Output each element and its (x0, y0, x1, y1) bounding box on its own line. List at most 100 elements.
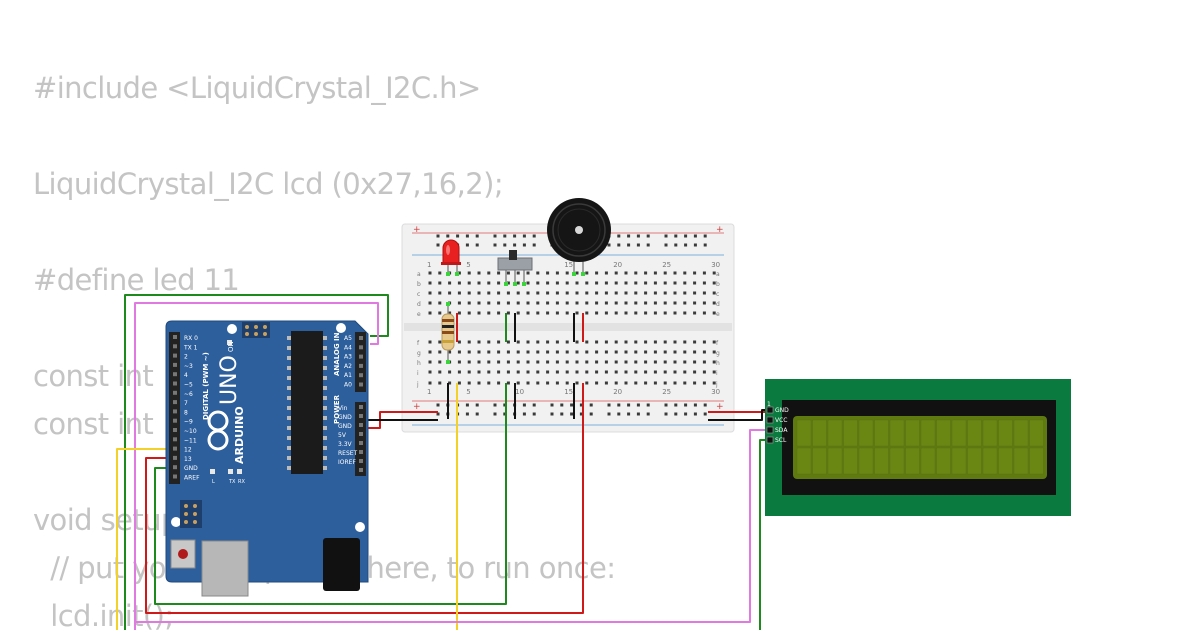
bb-col-num-top: 30 (711, 261, 720, 269)
digital-pin-label: AREF (184, 475, 200, 482)
bb-row-letter: f (716, 340, 719, 347)
digital-pin-label: 4 (184, 372, 188, 379)
wire-pink-lcd-sda[interactable] (135, 429, 775, 623)
analog-pin-label: A4 (344, 344, 352, 351)
bb-row-letter: c (417, 291, 420, 298)
digital-pin-label: 12 (184, 447, 192, 454)
bb-col-num-bottom: 30 (711, 388, 720, 396)
analog-pin-label: A1 (344, 372, 352, 379)
power-pin-label: GND (338, 414, 352, 421)
onboard-led-label: TX (228, 479, 236, 485)
power-pin-label: Vin (338, 405, 348, 412)
digital-pin-label: ~11 (184, 437, 197, 444)
code-line-define: #define led 11 (33, 263, 240, 297)
lcd-pin-label: SDA (775, 427, 788, 434)
analog-pin-label: A0 (344, 382, 352, 389)
analog-pin-label: A5 (344, 335, 352, 342)
digital-pin-label: 8 (184, 409, 188, 416)
digital-label: DIGITAL (PWM ~) (202, 352, 210, 420)
analog-pin-label: A2 (344, 363, 352, 370)
bb-row-letter: d (716, 301, 720, 308)
digital-pin-label: RX 0 (184, 335, 198, 342)
digital-pin-label: 13 (184, 456, 192, 463)
bb-row-letter: j (715, 381, 718, 388)
bb-row-letter: e (417, 311, 421, 318)
buzzer[interactable] (547, 198, 611, 273)
bb-col-num-bottom: 10 (515, 388, 524, 396)
bb-col-num-top: 20 (613, 261, 622, 269)
arduino-uno[interactable]: ARDUINO UNO ON DIGITAL (PWM ~) ANALOG IN… (165, 320, 369, 597)
power-pin-label: RESET (338, 450, 358, 457)
lcd-character-grid (796, 419, 1044, 475)
wire-yellow-pin11[interactable] (116, 448, 172, 630)
bb-plus-bottom-right: + (716, 402, 724, 412)
bb-row-letter: i (417, 370, 419, 377)
lcd-pin-label: VCC (775, 417, 787, 424)
bb-row-letter: a (417, 271, 421, 278)
microcontroller-chip (287, 336, 327, 470)
power-label: POWER (333, 394, 341, 424)
power-pin-label: GND (338, 423, 352, 430)
bb-plus-top-left: + (413, 225, 421, 235)
bb-col-num-bottom: 5 (466, 388, 470, 396)
wire-green-pin13[interactable] (154, 383, 507, 605)
bb-col-num-bottom: 20 (613, 388, 622, 396)
power-pin-label: 3.3V (338, 441, 353, 448)
bb-col-num-top: 1 (427, 261, 431, 269)
bb-row-letter: b (716, 281, 720, 288)
digital-pin-label: ~5 (184, 382, 193, 389)
connection-markers (446, 272, 585, 364)
slide-switch[interactable] (497, 250, 533, 283)
bb-plus-bottom-left: + (413, 402, 421, 412)
bb-col-num-top: 25 (662, 261, 671, 269)
bb-row-letter: h (716, 360, 720, 367)
bb-row-letter: e (716, 311, 720, 318)
lcd-pin-header: GND VCC SDA SCL (766, 406, 789, 444)
arduino-pin-labels: RX 0TX 12~34~5~678~9~10~111213GNDAREFA5A… (183, 335, 358, 485)
wire-green-a5[interactable] (124, 294, 389, 630)
digital-pin-header (173, 335, 177, 479)
red-led[interactable] (441, 239, 461, 273)
lcd-display[interactable]: GND VCC SDA SCL 1 (765, 379, 1071, 516)
arduino-logo (207, 410, 229, 451)
digital-pin-label: 2 (184, 354, 188, 361)
bb-row-letter: f (417, 340, 420, 347)
resistor[interactable] (441, 305, 455, 362)
wire-pink-a4[interactable] (134, 302, 379, 630)
breadboard-labels: 115510101515202025253030aabbccddeeffgghh… (416, 261, 720, 396)
digital-pin-label: ~6 (184, 391, 193, 398)
bb-col-num-bottom: 15 (564, 388, 573, 396)
digital-pin-label: 7 (184, 400, 188, 407)
bb-col-num-top: 5 (466, 261, 470, 269)
lcd-pin-one-marker: 1 (767, 401, 771, 408)
digital-pin-label: ~3 (184, 363, 193, 370)
digital-pin-label: GND (184, 465, 198, 472)
bb-row-letter: a (716, 271, 720, 278)
digital-pin-label: ~9 (184, 419, 193, 426)
arduino-brand-text: ARDUINO (233, 406, 246, 464)
arduino-on-text: ON (227, 341, 235, 352)
analog-power-header (359, 336, 363, 472)
wire-red-pin12[interactable] (145, 383, 584, 614)
bb-row-letter: g (417, 350, 421, 357)
bb-col-num-bottom: 1 (427, 388, 431, 396)
bb-row-letter: b (417, 281, 421, 288)
onboard-led-label: RX (238, 479, 245, 485)
bb-row-letter: h (417, 360, 421, 367)
bb-plus-top-right: + (716, 225, 724, 235)
bb-row-letter: j (416, 381, 419, 388)
lcd-pin-label: SCL (775, 437, 787, 444)
bb-col-num-bottom: 25 (662, 388, 671, 396)
lcd-pin-label: GND (775, 407, 789, 414)
wires (116, 294, 775, 630)
breadboard-holes (428, 234, 716, 416)
onboard-led-label: L (212, 479, 215, 485)
bb-row-letter: g (716, 350, 720, 357)
digital-pin-label: TX 1 (183, 344, 198, 351)
analog-pin-label: A3 (344, 354, 352, 361)
code-line-lcd-decl: LiquidCrystal_I2C lcd (0x27,16,2); (33, 167, 504, 201)
bb-row-letter: d (417, 301, 421, 308)
breadboard[interactable]: 115510101515202025253030aabbccddeeffgghh… (401, 223, 735, 433)
